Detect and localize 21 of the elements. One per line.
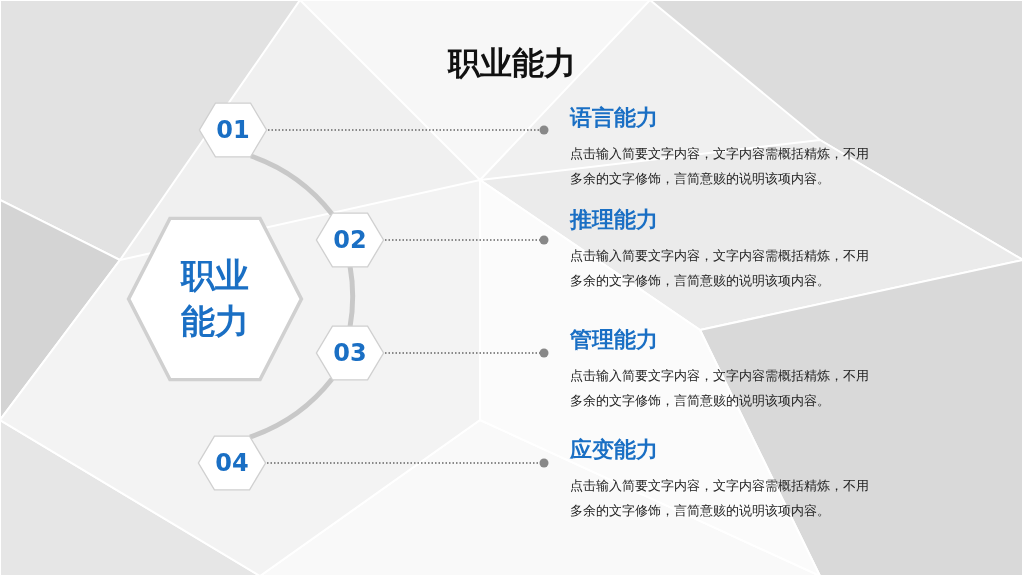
heading: 管理能力: [570, 326, 658, 354]
description: 点击输入简要文字内容，文字内容需概括精炼，不用多余的文字修饰，言简意赅的说明该项内容。: [570, 247, 870, 290]
arc-connector: [250, 153, 334, 216]
arc-connector: [249, 377, 334, 440]
heading: 应变能力: [570, 436, 658, 464]
title: 职业能力: [447, 44, 576, 82]
hexagon: 职业能力: [125, 215, 305, 383]
dotted-connector: [267, 125, 549, 135]
dotted-connector: [384, 235, 549, 245]
description: 点击输入简要文字内容，文字内容需概括精炼，不用多余的文字修饰，言简意赅的说明该项内容。: [570, 145, 870, 188]
hexagon: 01: [198, 102, 268, 158]
hexagon: 04: [197, 435, 267, 491]
dotted-connector: [384, 348, 549, 358]
heading: 推理能力: [570, 206, 658, 234]
hexagon: 02: [315, 212, 385, 268]
arc-connector: [347, 265, 356, 328]
hexagon: 03: [315, 325, 385, 381]
description: 点击输入简要文字内容，文字内容需概括精炼，不用多余的文字修饰，言简意赅的说明该项内容。: [570, 477, 870, 520]
heading: 语言能力: [570, 104, 658, 132]
dotted-connector: [266, 458, 549, 468]
description: 点击输入简要文字内容，文字内容需概括精炼，不用多余的文字修饰，言简意赅的说明该项内容。: [570, 367, 870, 410]
